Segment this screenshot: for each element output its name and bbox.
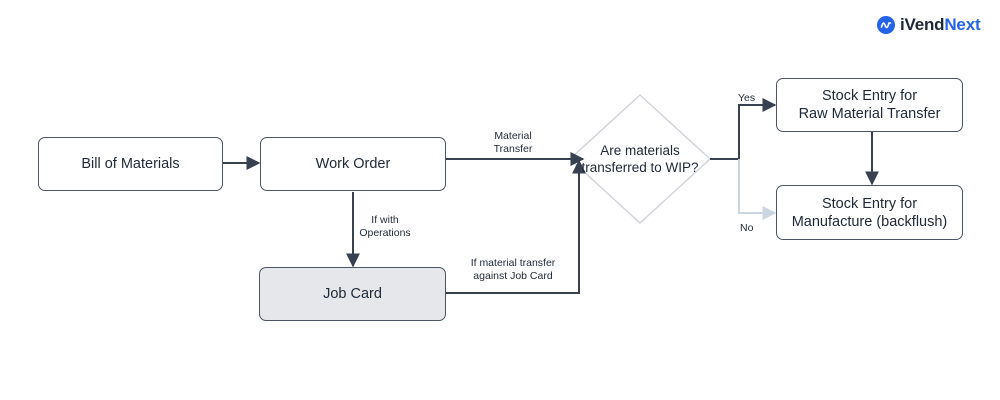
node-raw-material-transfer-line2: Raw Material Transfer <box>798 106 941 122</box>
brand-logo-text: iVendNext <box>900 15 981 35</box>
node-job-card: Job Card <box>259 267 446 321</box>
edge-label-with-operations: If with Operations <box>350 214 420 240</box>
edge-label-with-operations-line1: If with <box>371 214 399 226</box>
edge-job-card-to-decision <box>446 159 586 294</box>
brand-logo-prefix: iVend <box>900 15 945 34</box>
node-manufacture-line2: Manufacture (backflush) <box>791 213 948 230</box>
node-work-order-label: Work Order <box>315 156 391 172</box>
edge-label-against-job-card-line2: against Job Card <box>473 270 553 282</box>
edge-label-no: No <box>740 222 754 234</box>
node-manufacture: Stock Entry for Manufacture (backflush) <box>776 185 963 240</box>
edge-label-with-operations-line2: Operations <box>359 227 411 239</box>
node-work-order: Work Order <box>260 137 446 191</box>
brand-logo-suffix: Next <box>944 15 981 34</box>
decision-label: Are materials transferred to WIP? <box>560 139 720 179</box>
edge-label-yes: Yes <box>738 92 756 104</box>
node-raw-material-transfer: Stock Entry for Raw Material Transfer <box>776 78 963 132</box>
edge-decision-no <box>738 159 777 220</box>
node-manufacture-line1: Stock Entry for <box>821 195 918 212</box>
edge-label-against-job-card: If material transfer against Job Card <box>460 257 566 283</box>
node-job-card-label: Job Card <box>323 286 382 302</box>
node-bill-of-materials: Bill of Materials <box>38 137 223 191</box>
brand-logo-icon <box>877 16 895 34</box>
edge-decision-yes <box>710 98 777 160</box>
edge-label-material-transfer-line1: Material <box>494 130 532 142</box>
node-raw-material-transfer-line1: Stock Entry for <box>821 88 918 104</box>
edge-label-material-transfer-line2: Transfer <box>493 143 533 155</box>
decision-label-line1: Are materials <box>600 143 680 158</box>
brand-logo: iVendNext <box>877 14 981 36</box>
decision-diamond <box>568 93 712 225</box>
decision-label-line2: transferred to WIP? <box>581 160 699 175</box>
edge-label-against-job-card-line1: If material transfer <box>470 257 556 269</box>
edge-label-material-transfer: Material Transfer <box>483 130 543 156</box>
node-bill-of-materials-label: Bill of Materials <box>81 156 180 172</box>
